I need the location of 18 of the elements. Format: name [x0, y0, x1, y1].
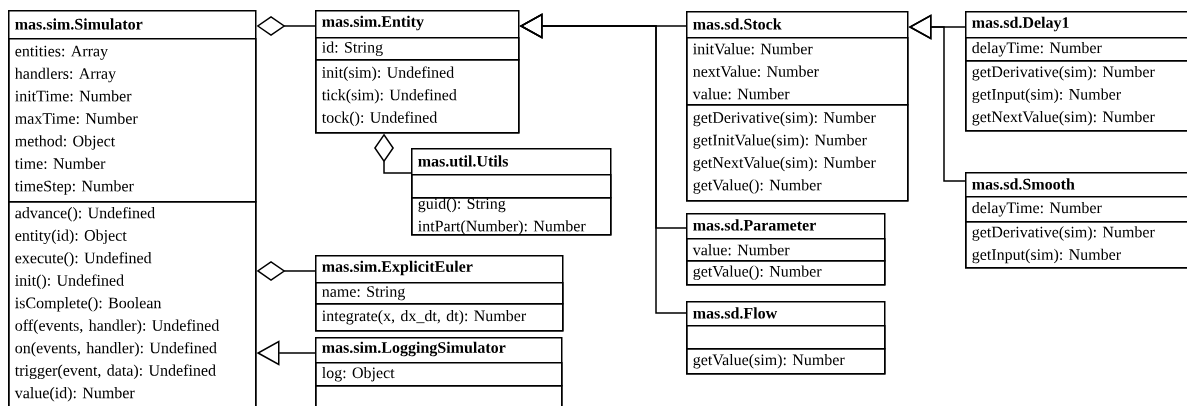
attribute-compartment: id: String [315, 37, 520, 61]
method-compartment: guid(): String intPart(Number): Number [411, 197, 612, 236]
method-compartment: getValue(): Number [686, 260, 886, 286]
method-compartment: init(sim): Undefined tick(sim): Undefined tock(): Undefined [315, 59, 520, 134]
attribute-compartment: delayTime: Number [965, 196, 1187, 223]
method-compartment: getDerivative(sim): Number getInput(sim): Number [965, 221, 1187, 269]
attribute-compartment: value: Number [686, 238, 886, 262]
attribute-compartment [686, 325, 886, 350]
attribute-compartment: delayTime: Number [965, 37, 1187, 62]
method-compartment: getValue(sim): Number [686, 348, 886, 375]
attribute-compartment: name: String [315, 282, 564, 305]
attribute-compartment [411, 174, 612, 199]
method-compartment: advance(): Undefined entity(id): Object execute(): Undefined init(): Undefined isComplete(): Boolean off(events, handler): Undefined on(events, handler): Undefined trigger(event, data): Undefined value(id): Number [8, 201, 257, 406]
method-compartment: getDerivative(sim): Number getInitValue(sim): Number getNextValue(sim): Number getValue(): Number [686, 104, 909, 202]
method-compartment: integrate(x, dx_dt, dt): Number [315, 303, 564, 332]
method-compartment: getDerivative(sim): Number getInput(sim): Number getNextValue(sim): Number [965, 60, 1187, 132]
attribute-compartment: log: Object [315, 362, 563, 387]
method-compartment [315, 385, 563, 406]
